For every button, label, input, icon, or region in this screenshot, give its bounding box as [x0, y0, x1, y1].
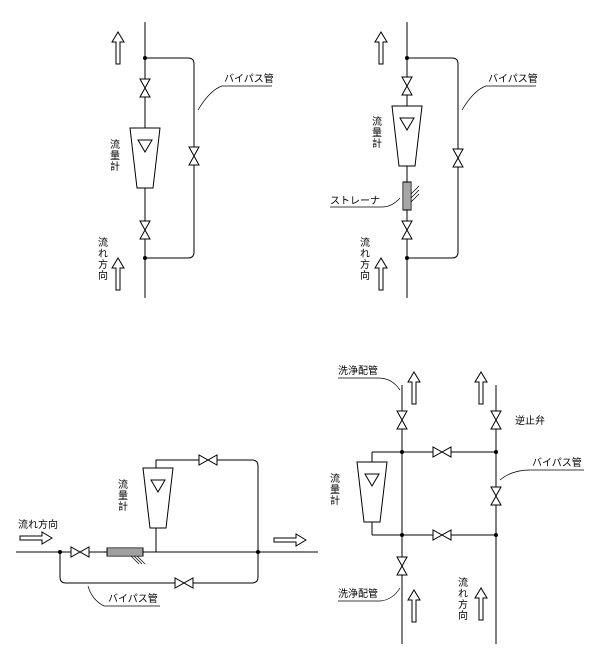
flow-direction-label: 向 [98, 269, 108, 282]
bypass-leader [499, 469, 584, 481]
gate-valve-icon [396, 410, 408, 430]
meter-route-pipe [155, 459, 259, 552]
strainer-icon [402, 181, 420, 211]
flow-direction-label: 流 [98, 236, 108, 249]
flow-direction-label: 方 [98, 258, 108, 271]
flow-direction-label: 流れ方向 [18, 518, 58, 531]
wash-pipe-label: 洗浄配管 [338, 587, 378, 600]
flow-arrow-up-icon [474, 371, 488, 405]
flow-direction-label: 流 [360, 236, 370, 249]
check-valve-label: 逆止弁 [515, 414, 545, 427]
flow-arrow-up-icon [374, 31, 388, 65]
strainer-label: ストレーナ [330, 195, 380, 207]
meter-label: 量 [372, 127, 382, 139]
diagram-2: 流 量 計 流 れ 方 向 ストレーナ バイパス管 [330, 22, 538, 298]
bypass-leader [197, 85, 272, 111]
flow-arrow-right-icon [273, 533, 307, 547]
wash-pipe-leader [338, 377, 401, 391]
bypass-label: バイパス管 [108, 592, 158, 605]
bypass-leader [87, 585, 160, 607]
junction-dot [256, 550, 260, 554]
flow-direction-label: 向 [360, 269, 370, 282]
flow-arrow-up-icon [374, 257, 388, 291]
bypass-label: バイパス管 [532, 456, 582, 469]
meter-label: 計 [372, 137, 382, 150]
gate-valve-icon [396, 556, 408, 576]
bypass-pipe [59, 552, 259, 584]
wash-pipe-leader [338, 587, 401, 602]
junction-dot [494, 533, 498, 537]
meter-label: 量 [118, 490, 128, 502]
gate-valve-icon [70, 546, 90, 558]
flow-arrow-up-icon [111, 31, 125, 65]
flow-arrow-up-icon [474, 587, 488, 621]
wash-pipe-label: 洗浄配管 [338, 364, 378, 377]
meter-label: 流 [372, 115, 382, 128]
meter-label: 量 [110, 150, 120, 162]
strainer-icon [106, 547, 146, 565]
meter-label: 計 [330, 494, 340, 507]
gate-valve-icon [401, 76, 413, 96]
junction-dot [405, 56, 409, 60]
flow-arrow-right-icon [19, 531, 53, 545]
junction-dot [494, 450, 498, 454]
gate-valve-icon [432, 446, 452, 458]
flow-meter-icon [391, 105, 423, 167]
flow-direction-label: れ [458, 588, 468, 600]
gate-valve-icon [452, 148, 464, 168]
gate-valve-icon [198, 454, 218, 466]
flow-meter-icon [142, 467, 174, 529]
gate-valve-icon [432, 529, 452, 541]
flow-arrow-up-icon [111, 257, 125, 291]
flow-direction-label: 方 [458, 598, 468, 611]
junction-dot [400, 533, 404, 537]
gate-valve-icon [139, 78, 151, 98]
meter-label: 流 [330, 472, 340, 485]
gate-valve-icon [401, 220, 413, 240]
junction-dot [58, 550, 62, 554]
flow-direction-label: れ [360, 248, 370, 260]
flow-direction-label: 向 [458, 609, 468, 622]
meter-label: 量 [330, 484, 340, 496]
flow-direction-label: 方 [360, 258, 370, 271]
meter-label: 計 [118, 500, 128, 513]
strainer-leader [330, 197, 401, 208]
diagram-3: 流 量 計 流れ方向 バイパス管 [16, 454, 318, 607]
diagram-1: 流 量 計 流 れ 方 向 バイパス管 [98, 22, 274, 298]
junction-dot [405, 256, 409, 260]
junction-dot [143, 256, 147, 260]
gate-valve-icon [490, 486, 502, 506]
flow-arrow-up-icon [407, 589, 421, 623]
gate-valve-icon [174, 577, 194, 589]
junction-dot [400, 450, 404, 454]
bypass-leader [461, 85, 536, 111]
gate-valve-icon [139, 220, 151, 240]
flow-direction-label: れ [98, 248, 108, 260]
bypass-label: バイパス管 [488, 72, 538, 85]
meter-label: 計 [110, 160, 120, 173]
gate-valve-icon [188, 146, 200, 166]
check-valve-icon [490, 410, 502, 430]
flow-direction-label: 流 [458, 576, 468, 589]
bypass-label: バイパス管 [224, 72, 274, 85]
flow-meter-icon [356, 461, 388, 523]
meter-label: 流 [118, 478, 128, 491]
diagram-4: 洗浄配管 逆止弁 バイパス管 流 量 計 洗浄配管 流 れ 方 向 [330, 364, 584, 644]
junction-dot [143, 56, 147, 60]
meter-label: 流 [110, 138, 120, 151]
flow-meter-icon [129, 127, 161, 189]
flow-arrow-up-icon [407, 371, 421, 405]
